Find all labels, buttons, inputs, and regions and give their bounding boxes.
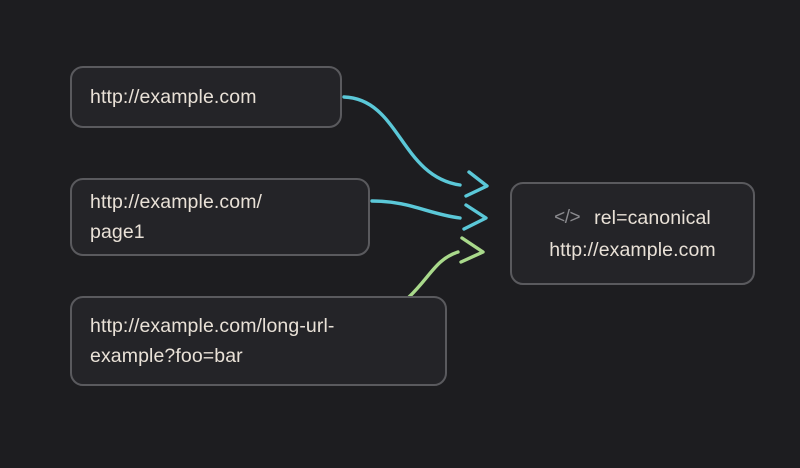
code-icon: </> (554, 207, 581, 228)
edge-3-line (407, 250, 460, 299)
canonical-header-row: </> rel=canonical (528, 203, 737, 233)
node-source-url-3-line1: http://example.com/long-url- (90, 315, 335, 337)
node-source-url-3-line2: example?foo=bar (90, 345, 243, 367)
edge-url-2-to-canonical (370, 199, 488, 231)
node-source-url-2-line1: http://example.com/ (90, 191, 263, 213)
node-canonical[interactable]: </> rel=canonical http://example.com (510, 182, 755, 285)
node-source-url-1-text: http://example.com (90, 86, 257, 108)
edge-3-arrowhead (459, 236, 485, 264)
edge-2-line (370, 199, 462, 220)
node-source-url-2-line2: page1 (90, 221, 145, 243)
canonical-url: http://example.com (549, 238, 716, 261)
canonical-label: rel=canonical (594, 206, 711, 229)
node-source-url-3[interactable]: http://example.com/long-url- example?foo… (70, 296, 447, 386)
edge-1-line (342, 95, 462, 187)
edge-url-3-to-canonical (407, 236, 485, 299)
edge-1-arrowhead (464, 170, 489, 198)
node-source-url-2[interactable]: http://example.com/ page1 (70, 178, 370, 256)
edge-2-arrowhead (462, 203, 488, 231)
node-source-url-1[interactable]: http://example.com (70, 66, 342, 128)
